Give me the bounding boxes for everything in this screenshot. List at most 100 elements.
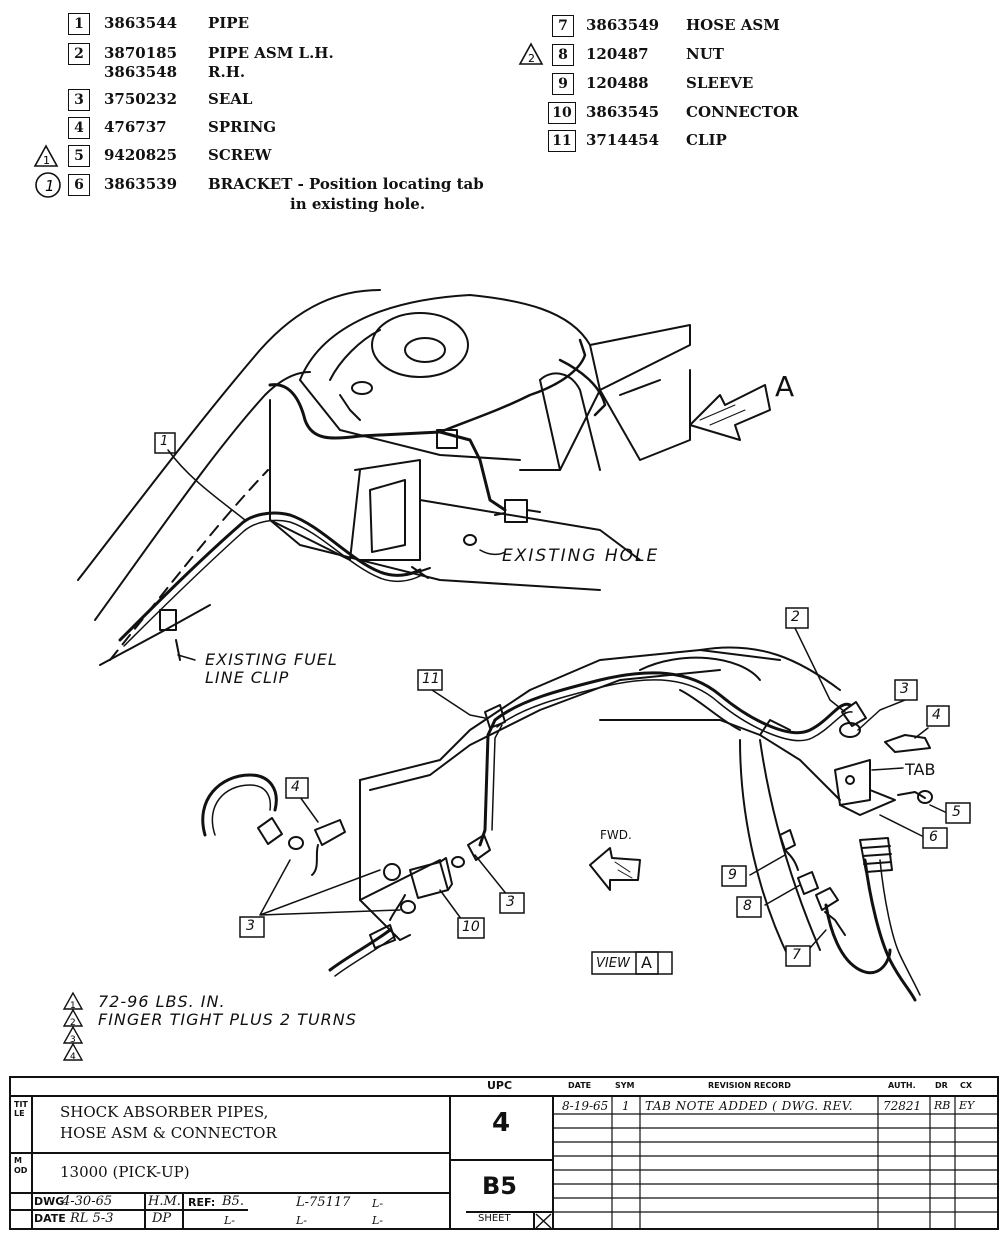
part-code: 9420825 <box>104 146 178 164</box>
tab-label: TAB <box>905 760 936 779</box>
dwg-date: 4-30-65 <box>62 1194 113 1209</box>
part-desc: SEAL <box>208 90 253 108</box>
revision-cx: EY <box>959 1099 975 1112</box>
part-number-box: 11 <box>548 130 576 152</box>
note-triangle-icon <box>62 1042 84 1061</box>
part-desc: SLEEVE <box>686 74 754 92</box>
callout-label: 2 <box>791 609 800 625</box>
note-circle-icon <box>35 172 61 198</box>
model-side-label: MOD <box>14 1156 28 1175</box>
note-text: 72-96 LBS. IN. <box>98 992 226 1011</box>
part-desc: CLIP <box>686 131 727 149</box>
note-triangles <box>62 991 84 1061</box>
rev-header-sym: SYM <box>615 1081 635 1090</box>
callout-label: 8 <box>743 898 752 914</box>
ref-blank: L- <box>372 1197 384 1210</box>
part-desc: NUT <box>686 45 724 63</box>
view-letter: A <box>641 953 652 972</box>
ref-blank: L- <box>372 1214 384 1227</box>
part-code: 3863549 <box>586 16 660 34</box>
ref-number: L-75117 <box>296 1195 351 1210</box>
part-code: 120488 <box>586 74 649 92</box>
part-desc: HOSE ASM <box>686 16 780 34</box>
part-desc: CONNECTOR <box>686 103 799 121</box>
revision-dr: RB <box>934 1099 951 1112</box>
part-number-box: 2 <box>68 43 90 65</box>
note-triangle-icon <box>33 144 59 167</box>
callout-label: 7 <box>792 947 801 963</box>
upper-assembly-drawing <box>77 289 771 666</box>
part-desc-cont: in existing hole. <box>290 195 426 213</box>
view-a-drawing <box>201 627 946 1002</box>
note-marker-num: 1 <box>43 154 50 167</box>
ref-blank: L- <box>296 1214 308 1227</box>
part-code: 3863545 <box>586 103 660 121</box>
rev-header-dr: DR <box>935 1081 948 1090</box>
callout-label: 3 <box>900 681 909 697</box>
existing-hole-label: EXISTING HOLE <box>502 546 660 566</box>
callout-label: 4 <box>932 707 941 723</box>
note-num: 2 <box>70 1018 76 1028</box>
revision-auth: 72821 <box>883 1099 922 1113</box>
callout-label: 9 <box>728 867 737 883</box>
dwg-label: DWG <box>34 1195 65 1208</box>
ref-blank: L- <box>224 1214 236 1227</box>
rev-header-auth: AUTH. <box>888 1081 916 1090</box>
rev-header-cx: CX <box>960 1081 973 1090</box>
upc-label: UPC <box>487 1079 513 1092</box>
view-letter: A <box>775 370 795 403</box>
fwd-label: FWD. <box>600 828 632 842</box>
note-marker-num: 2 <box>528 52 535 65</box>
rev-header-date: DATE <box>568 1081 592 1090</box>
title-line-1: SHOCK ABSORBER PIPES, <box>60 1103 269 1121</box>
callout-label: 3 <box>246 918 255 934</box>
part-code: 3863544 <box>104 14 178 32</box>
section-code: B5 <box>482 1172 517 1200</box>
part-desc: PIPE ASM L.H. <box>208 44 334 62</box>
part-code: 476737 <box>104 118 167 136</box>
note-markers <box>33 42 544 198</box>
dwg-by: H.M. <box>148 1194 181 1209</box>
note-num: 1 <box>70 1001 76 1011</box>
revision-grid <box>553 1096 998 1229</box>
callout-boxes <box>239 607 971 975</box>
part-number-box: 9 <box>552 73 574 95</box>
rev-header-record: REVISION RECORD <box>708 1081 791 1090</box>
part-desc: BRACKET - Position locating tab <box>208 175 484 193</box>
ref-value: B5. <box>222 1194 244 1209</box>
callout-label: 6 <box>929 829 938 845</box>
callout-label: 11 <box>422 671 440 687</box>
note-num: 3 <box>70 1035 76 1045</box>
callout-label: 5 <box>952 804 961 820</box>
part-code-alt: 3863548 <box>104 63 178 81</box>
title-line-2: HOSE ASM & CONNECTOR <box>60 1124 277 1142</box>
part-number-box: 3 <box>68 89 90 111</box>
note-num: 4 <box>70 1052 76 1062</box>
part-code: 120487 <box>586 45 649 63</box>
part-number-box: 6 <box>68 174 90 196</box>
part-number-box: 8 <box>552 44 574 66</box>
part-code: 3714454 <box>586 131 660 149</box>
part-desc-alt: R.H. <box>208 63 246 81</box>
revision-record: TAB NOTE ADDED ( DWG. REV. <box>645 1099 854 1113</box>
date-value: RL 5-3 <box>70 1211 114 1226</box>
sheet-label: SHEET <box>478 1213 511 1224</box>
title-block-frame <box>9 1076 999 1230</box>
part-code: 3750232 <box>104 90 178 108</box>
part-number-box: 4 <box>68 117 90 139</box>
date-label: DATE <box>34 1212 66 1225</box>
date-by: DP <box>152 1211 172 1226</box>
note-triangle-icon <box>518 42 544 65</box>
part-number-box: 7 <box>552 15 574 37</box>
callout-box <box>154 432 176 454</box>
model-text: 13000 (PICK-UP) <box>60 1163 190 1181</box>
part-desc: PIPE <box>208 14 250 32</box>
revision-sym: 1 <box>622 1099 630 1113</box>
part-desc: SCREW <box>208 146 272 164</box>
ref-label: REF: <box>188 1196 216 1209</box>
callout-label: 4 <box>291 779 300 795</box>
note-marker-num: 1 <box>45 177 55 195</box>
part-code: 3863539 <box>104 175 178 193</box>
part-number-box: 10 <box>548 102 576 124</box>
